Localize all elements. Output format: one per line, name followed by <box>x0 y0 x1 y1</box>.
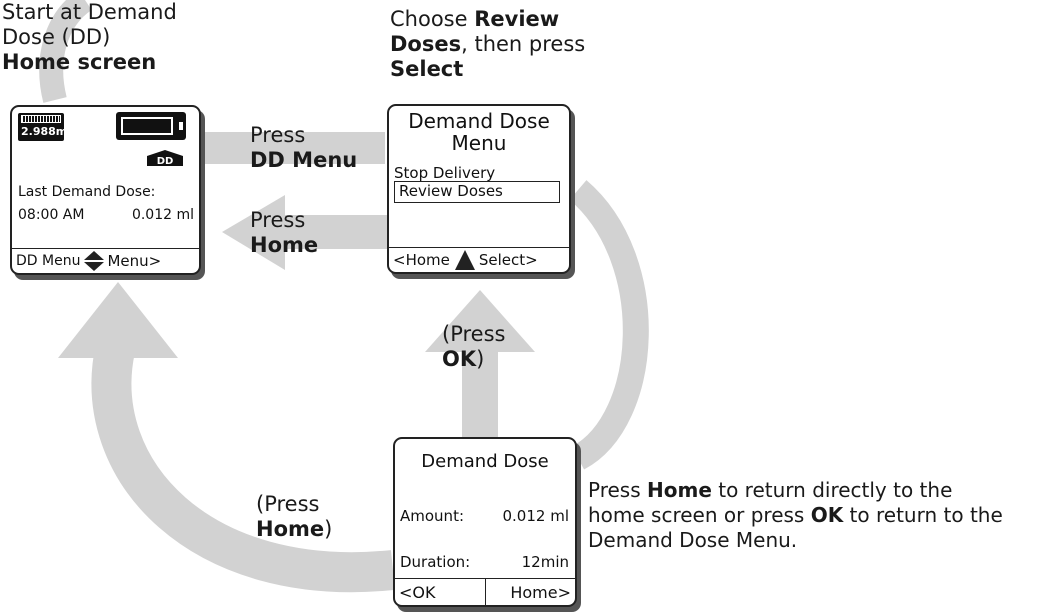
caption-press-home: Press Home <box>250 208 318 258</box>
menu-title: Demand Dose Menu <box>389 110 569 154</box>
caption-note-c: to return directly to the <box>711 478 953 502</box>
up-arrow-icon <box>454 249 476 271</box>
dd-badge-icon: DD <box>147 150 183 166</box>
caption-choose-text: Choose <box>390 7 475 31</box>
caption-note-b: Home <box>647 478 712 502</box>
detail-softkeys: <OK Home> <box>395 578 575 605</box>
caption-note-f: to return to the <box>843 503 1003 527</box>
battery-icon <box>116 112 186 140</box>
caption-press-home2-c: ) <box>324 517 333 541</box>
dd-badge-text: DD <box>157 156 174 166</box>
caption-note-e: OK <box>810 503 844 527</box>
amount-label: Amount: <box>400 507 464 525</box>
arrow-ok-shaft <box>462 350 498 438</box>
duration-label: Duration: <box>400 553 471 571</box>
menu-title-line2: Menu <box>451 131 507 155</box>
caption-start-line2: Dose (DD) <box>2 25 111 49</box>
caption-press-ok-a: (Press <box>442 322 506 346</box>
home-screen: 2.988ml DD Last Demand Dose: 08:00 AM 0.… <box>10 105 201 275</box>
battery-nub <box>179 122 183 130</box>
caption-note-d: home screen or press <box>588 503 811 527</box>
caption-start: Start at Demand Dose (DD) Home screen <box>2 0 177 75</box>
caption-press-home2-b: Home <box>256 517 325 541</box>
caption-note-g: Demand Dose Menu. <box>588 528 798 552</box>
arrow-home-shaft <box>270 215 388 249</box>
reservoir-bars <box>21 115 61 123</box>
caption-start-line1: Start at Demand <box>2 0 177 24</box>
softkey-dd-menu[interactable]: DD Menu <box>16 253 81 269</box>
caption-note-line2: home screen or press OK to return to the <box>588 503 1003 528</box>
arrow-home-head <box>222 195 285 270</box>
caption-choose: Choose Review Doses, then press Select <box>390 7 585 82</box>
caption-press-home-a: Press <box>250 208 306 232</box>
arrow-loop-right <box>569 180 649 470</box>
arrow-loop-left <box>91 345 396 593</box>
menu-item-review-doses[interactable]: Review Doses <box>394 181 560 203</box>
duration-value: 12min <box>521 553 569 571</box>
caption-press-ok-b: OK <box>442 347 477 371</box>
detail-amount-row: Amount: 0.012 ml <box>400 507 569 525</box>
caption-press-ok-c: ) <box>476 347 485 371</box>
last-dose-row: 08:00 AM 0.012 ml <box>18 207 194 223</box>
softkey-home-right[interactable]: Home> <box>484 579 576 605</box>
caption-press-home-2: (Press Home) <box>256 492 332 542</box>
caption-press-home2-a: (Press <box>256 492 320 516</box>
softkey-home[interactable]: <Home <box>393 251 450 269</box>
caption-press-ddmenu-b: DD Menu <box>250 148 358 172</box>
caption-note-a: Press <box>588 478 647 502</box>
caption-start-line3: Home screen <box>2 50 177 75</box>
detail-title: Demand Dose <box>421 451 549 472</box>
caption-press-ddmenu: Press DD Menu <box>250 123 357 173</box>
softkey-ok[interactable]: <OK <box>399 582 436 602</box>
caption-start-bold: Home screen <box>2 50 157 74</box>
caption-choose-line1: Choose Review <box>390 7 585 32</box>
reservoir-icon: 2.988ml <box>18 113 71 141</box>
caption-choose-line3: Select <box>390 57 585 82</box>
caption-choose-review: Review <box>474 7 560 31</box>
arrow-loop-left-head <box>58 282 178 358</box>
caption-choose-line2: Doses, then press <box>390 32 585 57</box>
arrow-ddmenu-shaft <box>205 132 385 164</box>
caption-choose-doses: Doses <box>390 32 462 56</box>
last-dose-time: 08:00 AM <box>18 207 85 223</box>
caption-note: Press Home to return directly to the hom… <box>588 478 1003 553</box>
caption-press-home-b: Home <box>250 233 319 257</box>
home-softkeys: DD Menu Menu> <box>12 248 199 273</box>
dd-menu-screen: Demand Dose Menu Stop Delivery Review Do… <box>387 104 571 274</box>
caption-note-line1: Press Home to return directly to the <box>588 478 1003 503</box>
softkey-select[interactable]: Select> <box>478 251 538 269</box>
menu-softkeys: <Home Select> <box>389 247 569 272</box>
caption-choose-then: , then press <box>461 32 586 56</box>
softkey-menu[interactable]: Menu> <box>107 252 162 270</box>
detail-duration-row: Duration: 12min <box>400 553 569 571</box>
caption-press-ddmenu-a: Press <box>250 123 306 147</box>
demand-dose-detail-screen: Demand Dose Amount: 0.012 ml Duration: 1… <box>393 437 577 607</box>
last-dose-amount: 0.012 ml <box>131 207 194 223</box>
last-dose-label: Last Demand Dose: <box>18 184 156 200</box>
up-down-arrow-icon <box>84 251 105 271</box>
arrow-start-curve <box>39 0 93 103</box>
caption-choose-select: Select <box>390 57 464 81</box>
caption-press-ok: (Press OK) <box>442 322 505 372</box>
arrow-ok-head <box>425 290 535 352</box>
menu-item-stop-delivery[interactable]: Stop Delivery <box>394 164 496 182</box>
dd-badge-shape: DD <box>147 150 183 166</box>
battery-inner <box>121 117 173 135</box>
menu-title-line1: Demand Dose <box>408 109 550 133</box>
amount-value: 0.012 ml <box>502 507 570 525</box>
reservoir-volume: 2.988ml <box>21 125 72 138</box>
